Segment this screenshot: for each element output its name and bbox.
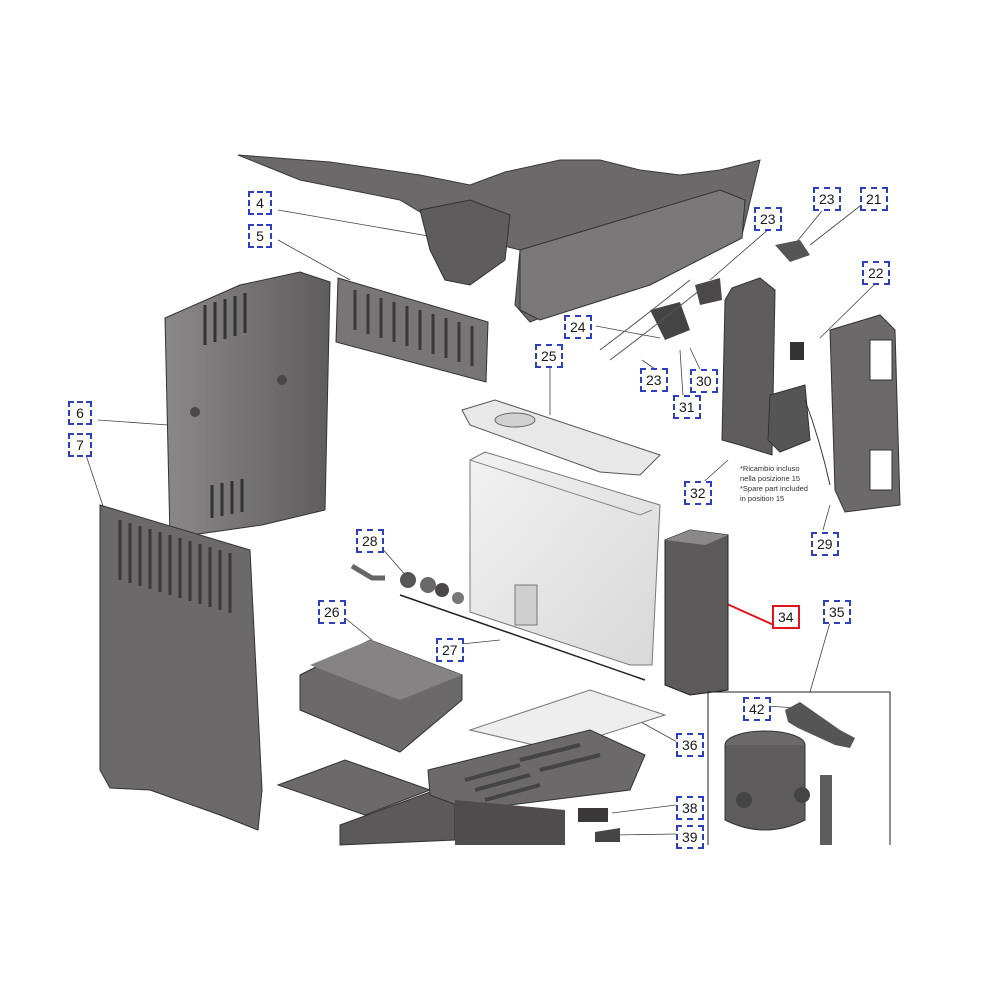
callout-5[interactable]: 5 bbox=[248, 224, 272, 248]
callout-22[interactable]: 22 bbox=[862, 261, 890, 285]
note-line-2: nella posizione 15 bbox=[740, 474, 801, 483]
note-line-3: *Spare part included bbox=[740, 484, 808, 493]
callout-29[interactable]: 29 bbox=[811, 532, 839, 556]
tank-lid-part bbox=[461, 399, 661, 476]
inset-panel bbox=[707, 691, 891, 845]
callout-34-selected[interactable]: 34 bbox=[772, 605, 800, 629]
callout-30[interactable]: 30 bbox=[690, 369, 718, 393]
drip-basket-part bbox=[299, 639, 463, 753]
callout-25[interactable]: 25 bbox=[535, 344, 563, 368]
callout-21[interactable]: 21 bbox=[860, 187, 888, 211]
callout-7[interactable]: 7 bbox=[68, 433, 92, 457]
part-34-component bbox=[664, 529, 729, 696]
callout-36[interactable]: 36 bbox=[676, 733, 704, 757]
right-components bbox=[599, 240, 901, 513]
grate-part bbox=[427, 689, 667, 845]
callout-23-top[interactable]: 23 bbox=[813, 187, 841, 211]
grille-panel-part bbox=[335, 277, 489, 383]
side-panel-part bbox=[99, 504, 263, 831]
callout-27[interactable]: 27 bbox=[436, 638, 464, 662]
callout-23-mid[interactable]: 23 bbox=[754, 207, 782, 231]
callout-28[interactable]: 28 bbox=[356, 529, 384, 553]
connector-part bbox=[350, 563, 464, 604]
callout-42[interactable]: 42 bbox=[743, 697, 771, 721]
callout-23-low[interactable]: 23 bbox=[640, 368, 668, 392]
top-frame-part bbox=[237, 154, 761, 323]
callout-24[interactable]: 24 bbox=[564, 315, 592, 339]
callout-35[interactable]: 35 bbox=[823, 600, 851, 624]
part-38-clip bbox=[578, 808, 608, 822]
callout-39[interactable]: 39 bbox=[676, 825, 704, 849]
callout-26[interactable]: 26 bbox=[318, 600, 346, 624]
note-line-1: *Ricambio incluso bbox=[740, 464, 800, 473]
water-tank-part bbox=[399, 451, 661, 681]
callout-6[interactable]: 6 bbox=[68, 401, 92, 425]
callout-38[interactable]: 38 bbox=[676, 796, 704, 820]
callout-31[interactable]: 31 bbox=[673, 395, 701, 419]
bottom-tray-part bbox=[276, 759, 456, 846]
callout-32[interactable]: 32 bbox=[684, 481, 712, 505]
part-39-bracket bbox=[595, 828, 620, 842]
spare-part-note: *Ricambio incluso nella posizione 15 *Sp… bbox=[740, 464, 808, 504]
callout-4[interactable]: 4 bbox=[248, 191, 272, 215]
rear-side-panel-part bbox=[164, 271, 331, 539]
note-line-4: in position 15 bbox=[740, 494, 785, 503]
